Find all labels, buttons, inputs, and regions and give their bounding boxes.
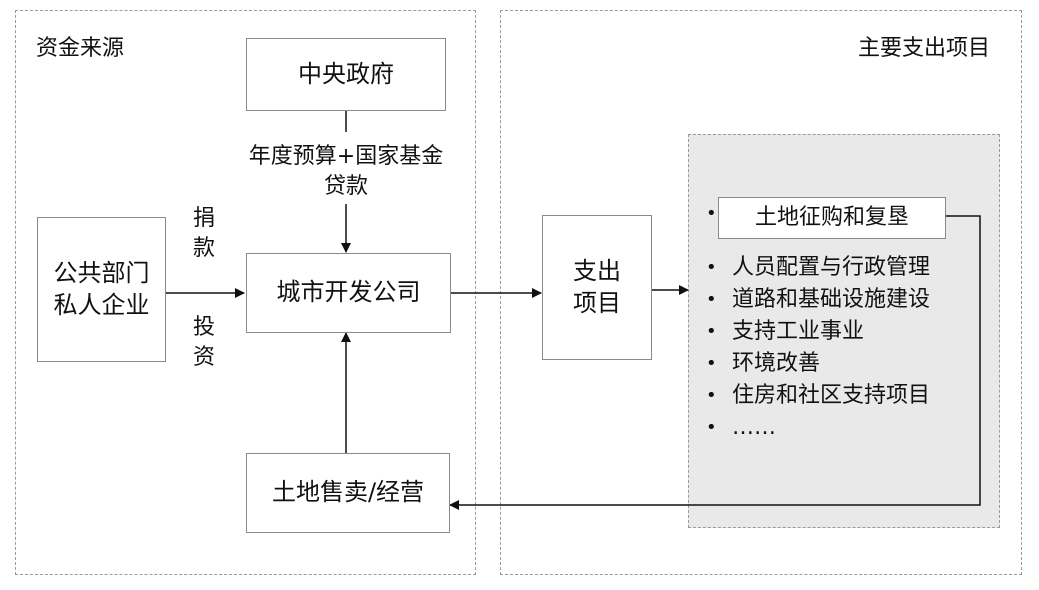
list-item: •支持工业事业 [706, 316, 930, 348]
main-expenses-title: 主要支出项目 [858, 36, 991, 61]
budget-label-line2: 贷款 [323, 173, 368, 199]
bullet-dot: • [706, 321, 717, 342]
public-sector-label: 公共部门 [53, 259, 150, 288]
expense-items-line1: 支出 [573, 257, 621, 286]
public-private-box: 公共部门 私人企业 [37, 217, 166, 362]
land-acquisition-box: 土地征购和复垦 [718, 197, 946, 239]
expense-items-line2: 项目 [573, 288, 621, 317]
list-item: •人员配置与行政管理 [706, 252, 930, 284]
donation-char-1: 捐 [192, 206, 215, 231]
bullet-dot: • [706, 353, 717, 374]
bullet-dot: • [706, 417, 717, 438]
list-item: •道路和基础设施建设 [706, 284, 930, 316]
list-item: •住房和社区支持项目 [706, 380, 930, 412]
bullet-dot: • [706, 385, 717, 406]
investment-char-1: 投 [192, 315, 215, 340]
arrow-loop-to-land-sales [449, 215, 981, 510]
investment-label: 投 资 [190, 313, 218, 372]
central-government-box: 中央政府 [246, 38, 446, 111]
list-item: •环境改善 [706, 348, 930, 380]
list-item: •…… [706, 412, 930, 444]
expense-list: •人员配置与行政管理 •道路和基础设施建设 •支持工业事业 •环境改善 •住房和… [706, 252, 930, 444]
budget-label-line1: 年度预算+国家基金 [248, 144, 444, 169]
donation-char-2: 款 [192, 235, 215, 261]
land-sales-box: 土地售卖/经营 [246, 453, 450, 533]
bullet-dot: • [706, 257, 717, 278]
funding-sources-title: 资金来源 [36, 36, 125, 61]
donation-label: 捐 款 [190, 204, 218, 263]
urban-development-company-box: 城市开发公司 [246, 253, 451, 333]
budget-label: 年度预算+国家基金 贷款 [215, 142, 477, 201]
bullet-dot: • [706, 289, 717, 310]
expense-items-box: 支出 项目 [542, 215, 652, 360]
bullet-dot-first: • [706, 203, 717, 224]
private-enterprise-label: 私人企业 [53, 290, 150, 319]
investment-char-2: 资 [192, 344, 215, 370]
